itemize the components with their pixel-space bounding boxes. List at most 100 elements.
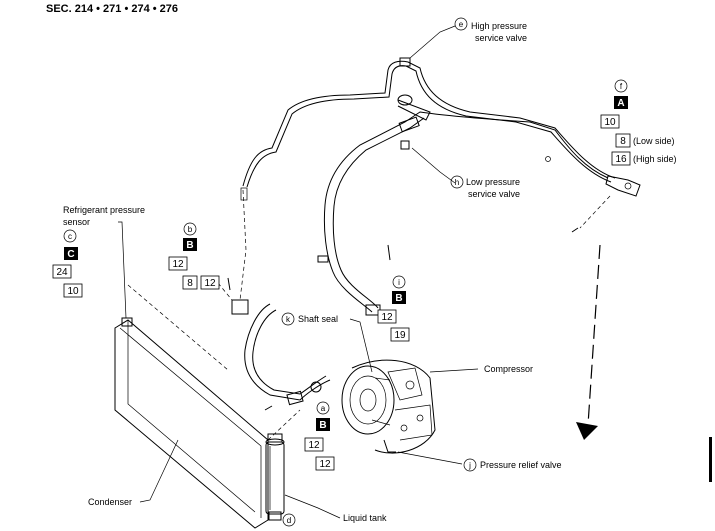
badge-i-torque-1 — [377, 309, 397, 324]
callout-d — [282, 513, 296, 527]
callout-a-letter: a — [321, 404, 326, 413]
badge-b-torque-1-text: 12 — [172, 259, 184, 270]
leader-b — [217, 282, 233, 301]
label-low-side: (Low side) — [633, 136, 675, 146]
condenser-guide-2 — [267, 409, 301, 441]
hose-fitting-left — [231, 299, 249, 315]
callout-c-letter: c — [68, 232, 72, 241]
low-pressure-hose-inner — [332, 117, 425, 309]
hose-clamp — [317, 255, 329, 263]
low-pressure-hose — [323, 111, 609, 313]
badge-f-letter-text: A — [617, 98, 624, 109]
badge-i-torque-2 — [390, 327, 410, 342]
label-refrigerant-sensor-2: sensor — [63, 217, 90, 227]
badge-f-torque-2-text: 8 — [620, 136, 626, 147]
high-pressure-pipe-inner — [246, 65, 612, 188]
low-pressure-valve-body — [400, 140, 410, 150]
badge-c-torque-2 — [63, 283, 83, 298]
right-fitting — [605, 175, 641, 197]
badge-b-torque-2 — [182, 275, 198, 290]
label-low-pressure-valve-1: Low pressure — [466, 177, 520, 187]
callout-d-letter: d — [287, 516, 291, 525]
hose-fitting-upper — [398, 116, 420, 133]
badge-b-letter — [183, 238, 197, 251]
badge-f-torque-3-text: 16 — [615, 154, 627, 165]
leader-e — [409, 25, 456, 59]
hose-fitting-lower — [286, 390, 304, 406]
section-title: SEC. 214 • 271 • 274 • 276 — [46, 3, 178, 15]
high-pressure-pipe — [242, 60, 616, 187]
callout-b — [183, 222, 197, 236]
callout-e-letter: e — [459, 20, 464, 29]
bolt-upper-left — [227, 277, 231, 291]
label-liquid-tank: Liquid tank — [343, 513, 387, 523]
badge-a-torque-1-text: 12 — [308, 440, 320, 451]
callout-a — [316, 401, 330, 415]
badge-c-torque-2-text: 10 — [67, 286, 79, 297]
badge-c-letter-text: C — [67, 249, 74, 260]
badge-c-torque-1-text: 24 — [56, 267, 68, 278]
badge-i-torque-2-text: 19 — [394, 330, 406, 341]
label-high-pressure-valve-2: service valve — [475, 33, 527, 43]
liquid-tank — [265, 433, 285, 521]
badge-a-letter — [316, 418, 330, 431]
label-refrigerant-sensor-1: Refrigerant pressure — [63, 205, 145, 215]
badge-b-torque-2-text: 8 — [187, 278, 193, 289]
condenser-guide — [127, 284, 229, 371]
leader-compressor — [429, 368, 479, 373]
badge-f-torque-2 — [615, 133, 631, 148]
bolt-right — [571, 227, 579, 233]
callout-k — [281, 312, 295, 326]
label-high-side: (High side) — [633, 154, 677, 164]
refrigerant-pressure-sensor — [121, 317, 133, 327]
bolt-i — [387, 244, 391, 261]
badge-a-torque-2 — [315, 456, 335, 471]
callout-k-letter: k — [286, 315, 291, 324]
badge-b-torque-3-text: 12 — [204, 278, 216, 289]
badge-b-torque-1 — [168, 256, 188, 271]
badge-f-torque-1-text: 10 — [604, 117, 616, 128]
leader-shaft-seal — [349, 318, 373, 373]
bolt-lower-left — [264, 405, 273, 411]
badge-c-letter — [64, 247, 78, 260]
callout-j-letter: j — [468, 461, 471, 470]
badge-i-torque-1-text: 12 — [381, 312, 393, 323]
page-edge-marker — [709, 437, 712, 482]
leader-condenser — [139, 439, 179, 503]
badge-b-letter-text: B — [186, 240, 193, 251]
badge-c-torque-1 — [52, 264, 72, 279]
high-pressure-valve-cap — [399, 57, 411, 67]
callout-i-letter: i — [398, 278, 400, 287]
callout-b-letter: b — [188, 225, 193, 234]
badge-f-letter — [614, 96, 628, 109]
label-condenser: Condenser — [88, 497, 132, 507]
label-low-pressure-valve-2: service valve — [468, 189, 520, 199]
right-side-valve — [545, 156, 551, 162]
badge-i-letter-text: B — [395, 293, 402, 304]
label-compressor: Compressor — [484, 364, 533, 374]
hp-pipe-end — [240, 187, 248, 201]
callout-e — [454, 17, 468, 31]
callout-f — [614, 79, 628, 93]
compressor-discharge-port — [310, 381, 322, 393]
badge-a-torque-1 — [304, 437, 324, 452]
leader-j — [397, 451, 463, 465]
label-high-pressure-valve-1: High pressure — [471, 21, 527, 31]
leader-sensor — [118, 221, 127, 319]
callout-h-letter: h — [455, 178, 459, 187]
leader-h — [411, 147, 456, 184]
callout-h — [450, 175, 464, 189]
label-pressure-relief-valve: Pressure relief valve — [480, 460, 562, 470]
callout-i — [392, 275, 406, 289]
callout-j — [463, 458, 477, 472]
label-shaft-seal: Shaft seal — [298, 314, 338, 324]
compressor — [341, 359, 436, 454]
badge-f-torque-3 — [611, 151, 631, 166]
badge-i-letter — [392, 291, 406, 304]
badge-f-torque-1 — [600, 114, 620, 129]
callout-c — [63, 229, 77, 243]
badge-b-torque-3 — [200, 275, 220, 290]
direction-arrow — [576, 244, 601, 440]
